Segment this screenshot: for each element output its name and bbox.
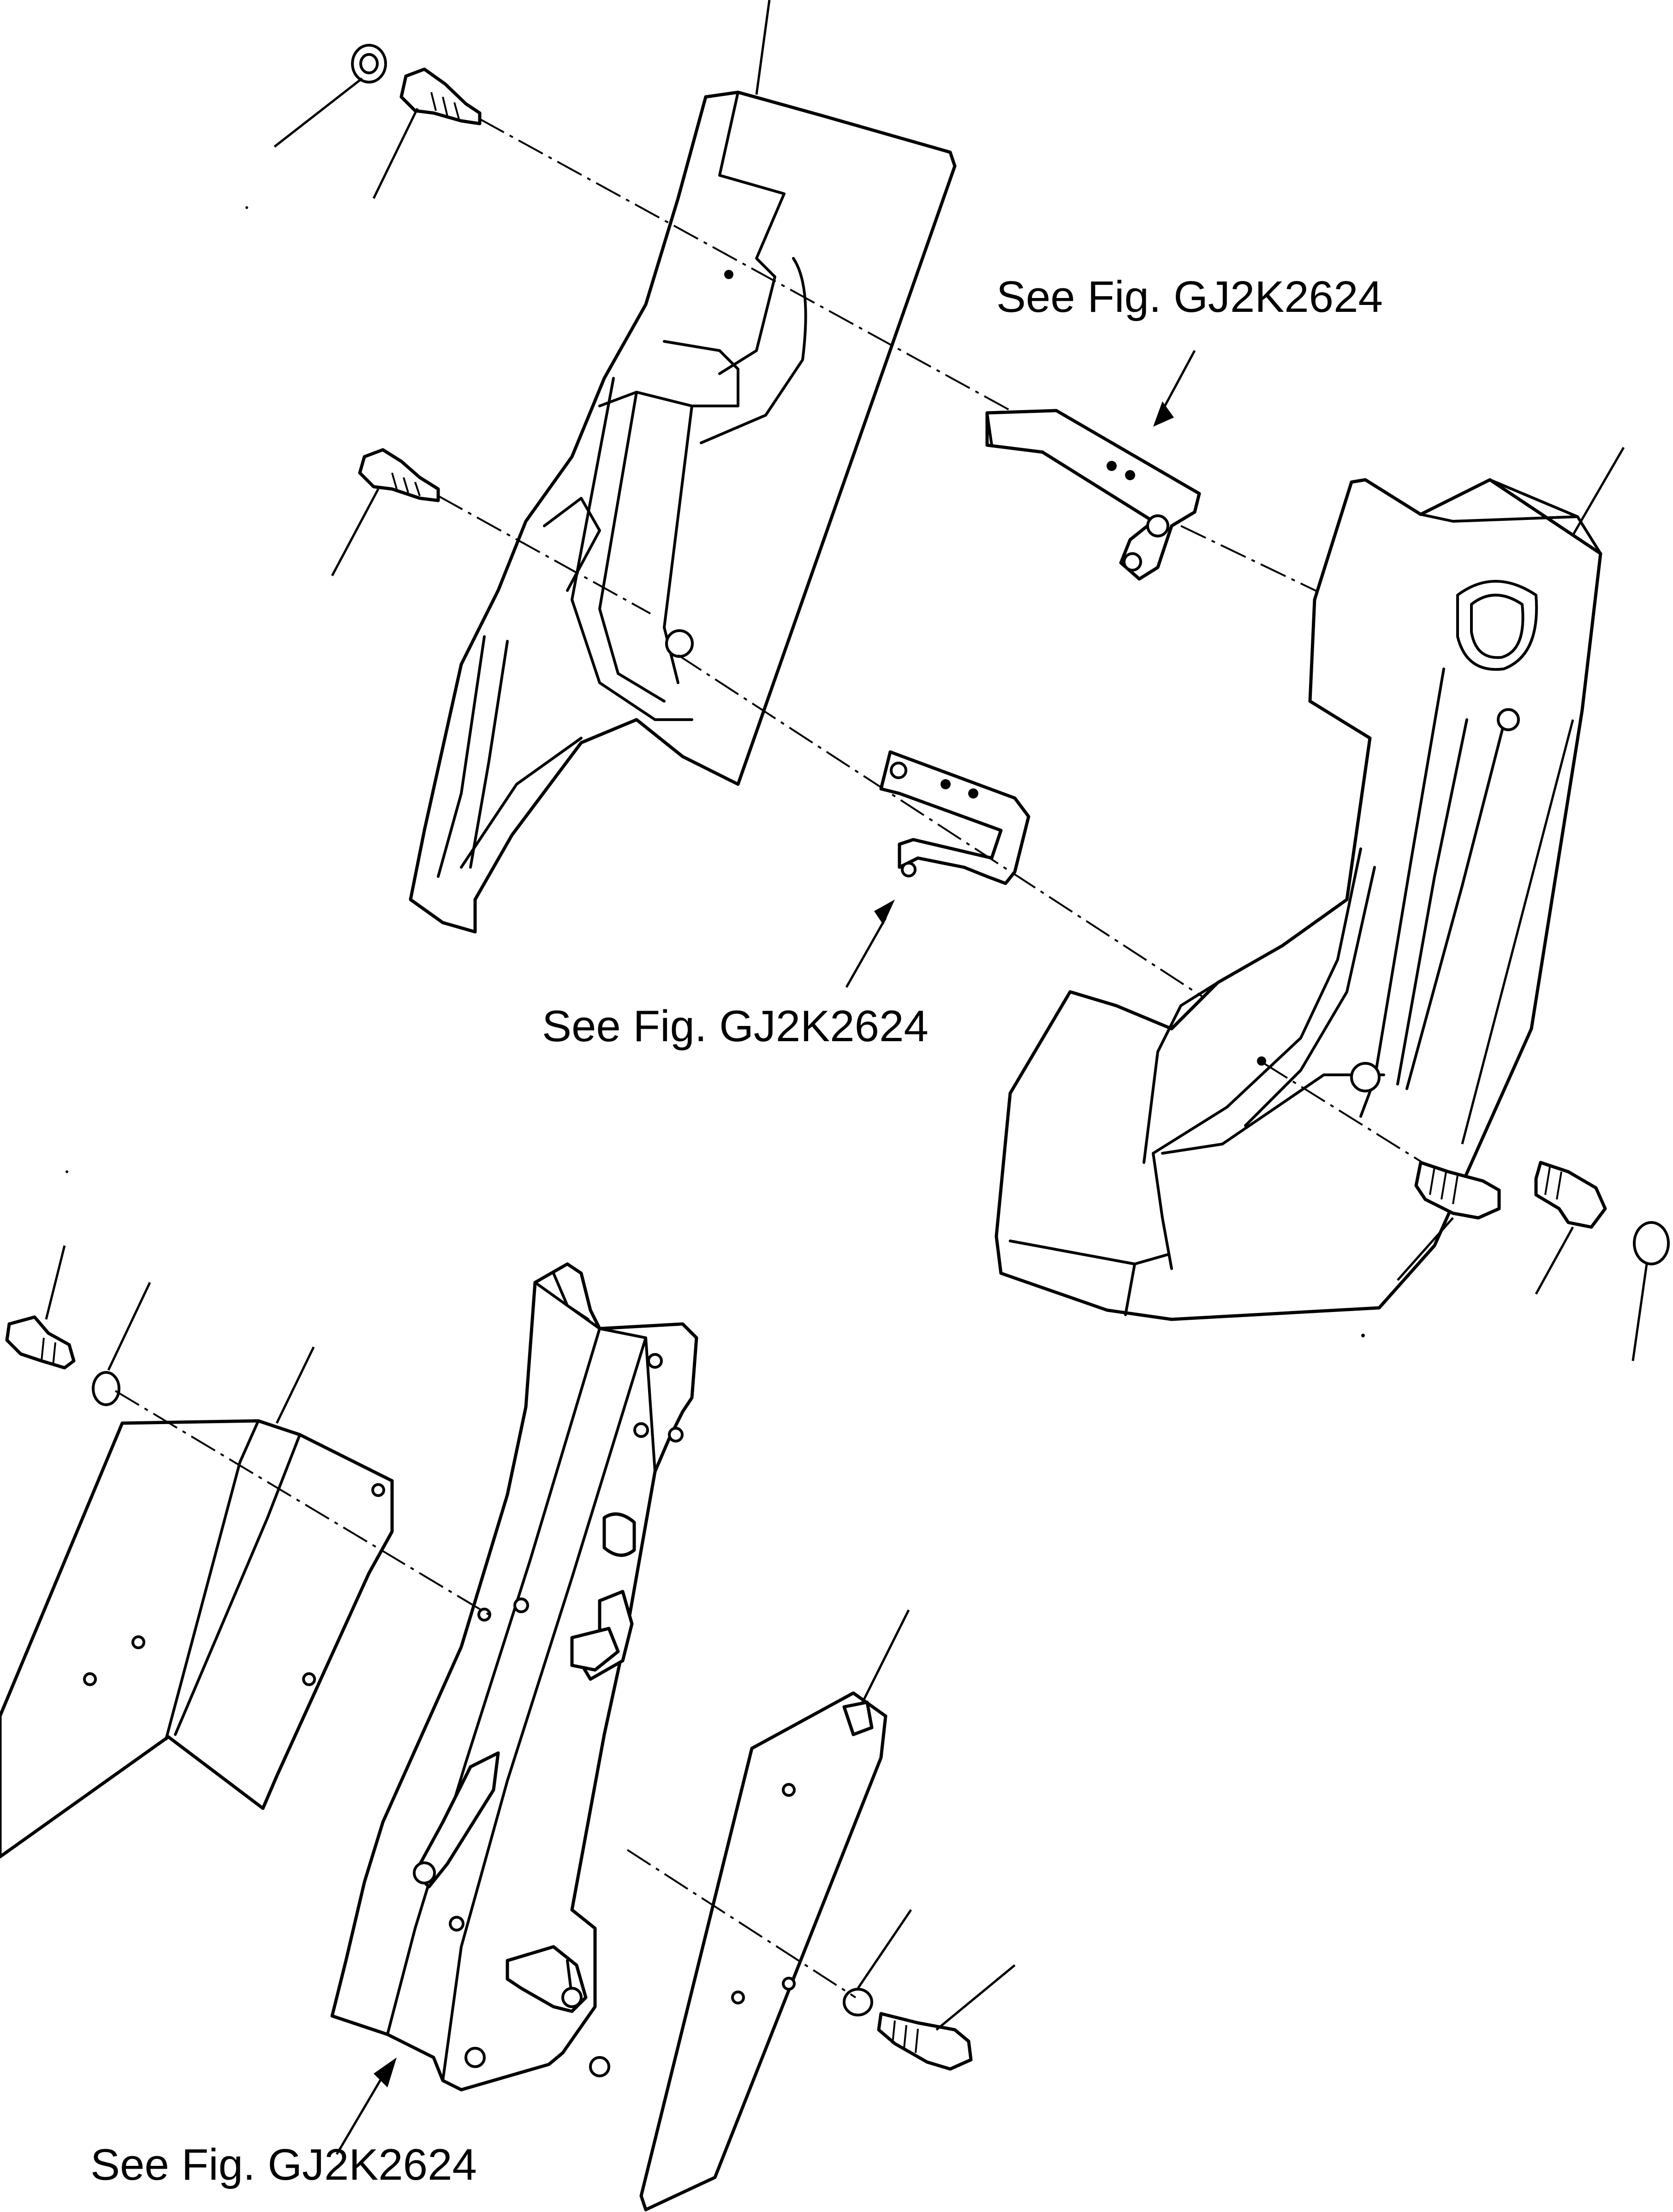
bolt-icon [399,67,482,125]
upper-bracket [985,350,1201,581]
bolt-icon-5 [5,1315,76,1370]
right-fasteners [1397,1161,1670,1361]
bolt-icon-2 [358,448,440,502]
reference-label-middle: See Fig. GJ2K2624 [542,1002,929,1051]
lower-left-plate [0,1346,394,1859]
bolt-icon-3 [1414,1161,1501,1220]
lower-right-plate [639,1609,910,2212]
lower-frame [330,1262,698,2155]
bolt-icon-6 [877,2012,973,2071]
washer-icon-2 [1633,1221,1670,1265]
washer-icon-3 [92,1371,120,1406]
lower-bracket [677,525,1527,1113]
bolt-icon-4 [1534,1161,1607,1229]
lower-fasteners [5,1245,1016,2071]
upper-left-cover [409,0,957,934]
upper-left-fasteners [274,44,1015,614]
right-cover [994,447,1625,1321]
reference-label-bottom: See Fig. GJ2K2624 [90,2140,477,2189]
reference-label-upper-right: See Fig. GJ2K2624 [996,272,1383,322]
washer-icon-4 [843,1988,873,2016]
